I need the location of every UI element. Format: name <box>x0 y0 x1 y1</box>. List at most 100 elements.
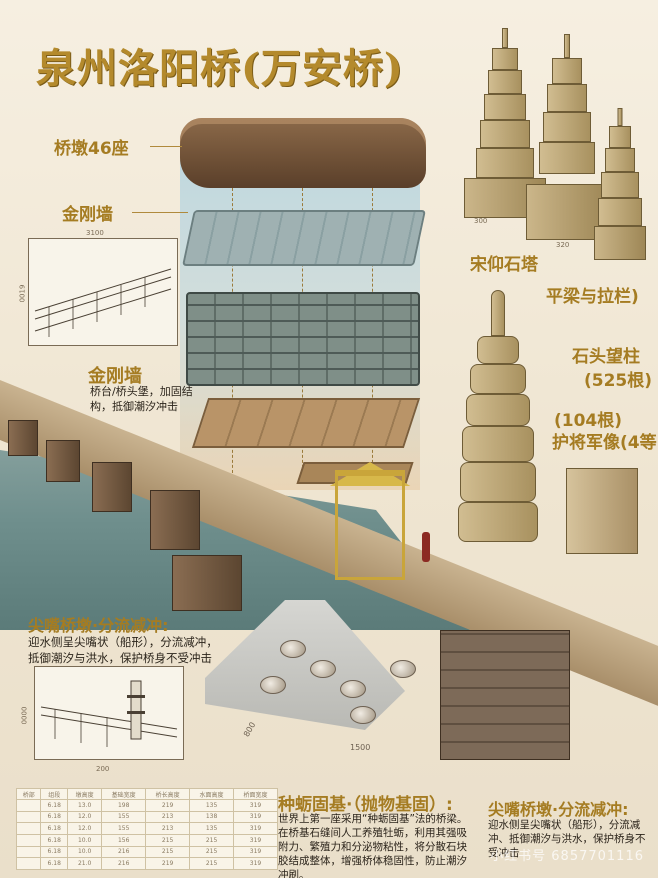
pointed-pier <box>172 555 242 611</box>
table-cell: 155 <box>101 810 147 824</box>
bridge-sketch-top <box>28 238 178 346</box>
table-cell <box>15 857 42 870</box>
table-cell: 319 <box>233 833 278 847</box>
pagoda-right <box>594 108 646 260</box>
table-cell: 216 <box>101 857 147 870</box>
table-cell: 219 <box>145 799 191 812</box>
label-flat-beam: 平梁与拉栏) <box>546 287 639 307</box>
watermark: 小红书号 6857701116 <box>490 849 644 864</box>
dim-width-2: 200 <box>96 765 110 773</box>
bridge-pier <box>8 420 38 456</box>
table-cell: 6.18 <box>40 845 69 859</box>
bridge-pier <box>150 490 200 550</box>
label-jingang-wall: 金刚墙 <box>88 366 142 387</box>
label-stone-pillar: 石头望柱 <box>572 347 640 367</box>
dim-width: 3100 <box>86 229 104 237</box>
table-header-cell: 水面高度 <box>189 788 235 800</box>
table-cell: 10.0 <box>67 833 103 847</box>
table-cell: 135 <box>189 822 235 835</box>
table-cell: 319 <box>233 857 278 870</box>
table-cell: 319 <box>233 822 278 835</box>
oyster-foundation-desc: 世界上第一座采用“种蛎固基”法的桥梁。在桥基石缝间人工养殖牡蛎，利用其强吸附力、… <box>278 813 468 878</box>
person-figure <box>422 532 430 562</box>
table-cell <box>15 845 42 859</box>
table-cell: 215 <box>145 833 191 847</box>
table-header-cell: 基础宽度 <box>101 788 147 800</box>
bridge-pier <box>92 462 132 512</box>
dim-height: 0019 <box>18 284 27 303</box>
table-cell: 213 <box>145 810 191 824</box>
table-cell: 319 <box>233 845 278 859</box>
label-oyster-foundation: 种蛎固基·（抛物基固）: <box>278 795 453 815</box>
jingang-wall-frame-layer <box>182 210 426 266</box>
table-header-cell: 墩高度 <box>67 788 103 800</box>
table-cell: 6.18 <box>40 822 69 835</box>
table-cell: 198 <box>101 799 147 812</box>
label-song-pagoda: 宋仰石塔 <box>470 255 538 275</box>
table-cell: 6.18 <box>40 857 69 870</box>
label-stone-pillar-count: (525根) <box>584 371 653 391</box>
label-jingang-wall-top: 金刚墙 <box>62 205 113 225</box>
table-cell: 12.0 <box>67 822 103 835</box>
dim-foundation-a: 800 <box>241 720 258 739</box>
oyster-icon <box>390 660 416 678</box>
oyster-icon <box>310 660 336 678</box>
table-cell: 213 <box>145 822 191 835</box>
table-cell: 216 <box>101 845 147 859</box>
dim-height-2: 0000 <box>20 706 29 725</box>
leader-line <box>132 212 188 213</box>
table-cell: 12.0 <box>67 810 103 824</box>
label-pointed-pier-left: 尖嘴桥墩·分流减冲: <box>28 616 169 635</box>
label-piers: 桥墩46座 <box>54 139 129 159</box>
table-header-cell: 组段 <box>40 788 69 800</box>
table-cell: 155 <box>101 822 147 835</box>
table-header-cell: 桥部 <box>15 788 42 800</box>
table-header-cell: 桥面宽度 <box>233 788 278 800</box>
table-cell: 6.18 <box>40 810 69 824</box>
table-cell <box>15 833 42 847</box>
timber-raft-layer <box>191 398 421 448</box>
bridge-sketch-bottom <box>34 666 184 760</box>
pier-top-stone <box>180 118 426 188</box>
table-cell: 10.0 <box>67 845 103 859</box>
table-cell: 6.18 <box>40 833 69 847</box>
bridge-pier <box>46 440 80 482</box>
table-cell: 156 <box>101 833 147 847</box>
oyster-icon <box>340 680 366 698</box>
table-header-row: 桥部 组段 墩高度 基础宽度 桥长高度 水面高度 桥面宽度 <box>15 788 278 800</box>
pagoda-middle <box>526 34 608 240</box>
oyster-icon <box>260 676 286 694</box>
table-cell: 215 <box>189 857 235 870</box>
dim-foundation-b: 1500 <box>350 743 371 752</box>
pointed-pier-right-desc: 迎水侧呈尖嘴状（船形），分流减冲、抵御潮汐与洪水，保护桥身不受冲击 <box>488 819 646 859</box>
oyster-icon <box>280 640 306 658</box>
table-cell: 215 <box>189 845 235 859</box>
stone-wall-layer <box>186 292 420 386</box>
table-cell: 319 <box>233 810 278 824</box>
jingang-wall-desc: 桥台/桥头堡，加固结构，抵御潮汐冲击 <box>90 385 193 413</box>
guard-relief-block <box>566 468 638 554</box>
table-cell: 319 <box>233 799 278 812</box>
table-cell: 135 <box>189 799 235 812</box>
dim-pagoda-b: 320 <box>556 241 570 249</box>
pier-right <box>440 630 570 760</box>
table-cell: 219 <box>145 857 191 870</box>
dim-pagoda-a: 300 <box>474 217 488 225</box>
leader-line <box>150 146 182 147</box>
pavilion-frame <box>335 470 405 580</box>
label-guard: 护将军像(4等) <box>552 433 658 453</box>
page-title: 泉州洛阳桥(万安桥) <box>36 45 404 92</box>
table-header-cell: 桥长高度 <box>145 788 191 800</box>
table-cell: 6.18 <box>40 799 69 812</box>
oyster-icon <box>350 706 376 724</box>
table-cell: 215 <box>145 845 191 859</box>
label-pointed-pier-right: 尖嘴桥墩·分流减冲: <box>488 800 629 819</box>
stone-pillar <box>458 290 538 542</box>
